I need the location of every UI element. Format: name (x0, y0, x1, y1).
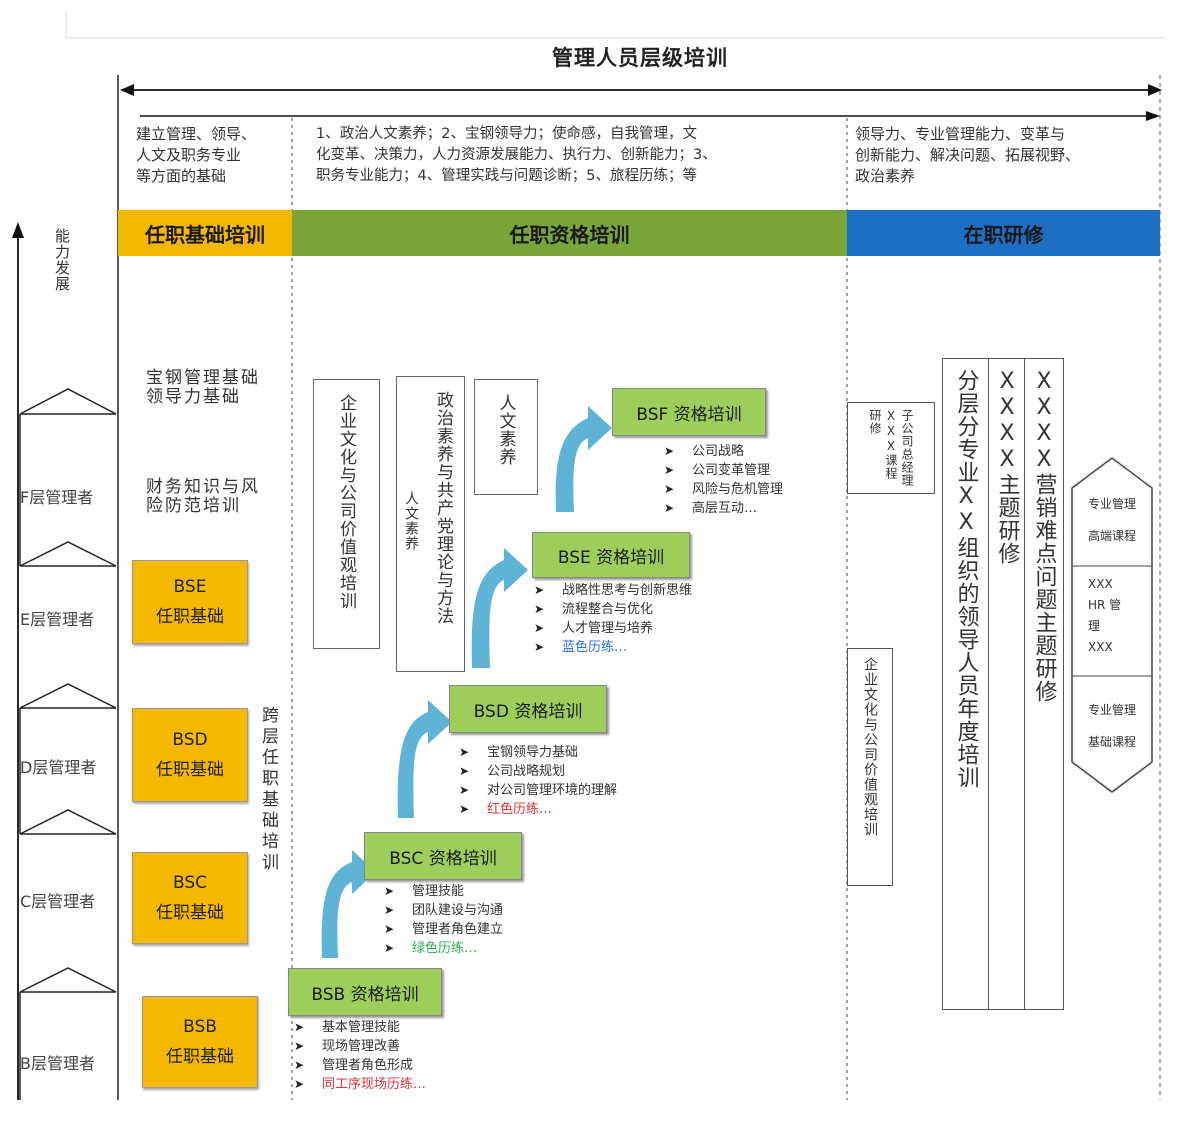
list-item: 战略性思考与创新思维 (534, 581, 692, 600)
box-theme-study: XXXX主题研修 (988, 358, 1026, 1010)
box-marketing-text: XXXX营销难点问题主题研修 (1031, 369, 1057, 703)
box-culture-text: 企业文化与公司价值观培训 (336, 394, 356, 610)
list-item: 蓝色历练… (534, 638, 692, 657)
band-on-job-study: 在职研修 (847, 210, 1160, 256)
foundation-bse: BSE 任职基础 (132, 560, 248, 644)
progress-arrows (321, 406, 612, 958)
hex-text: 基础课程 (1087, 735, 1136, 749)
qual-bsd-list: 宝钢领导力基础 公司战略规划 对公司管理环境的理解 红色历练… (459, 743, 617, 819)
foundation-bsd: BSD 任职基础 (132, 708, 248, 802)
qual-bse-title: BSE 资格培训 (532, 532, 690, 578)
list-item: 管理技能 (384, 882, 503, 901)
hex-text: 专业管理 (1087, 497, 1136, 511)
box-annual-training: 分层分专业XX组织的领导人员年度培训 (942, 358, 990, 1010)
qual-bse-list: 战略性思考与创新思维 流程整合与优化 人才管理与培养 蓝色历练… (534, 581, 692, 657)
layer-b: B层管理者 (20, 1054, 95, 1073)
list-item: 管理者角色形成 (294, 1056, 426, 1075)
box-subsidiary-gm: 子公司总经理XXX课程研修 (847, 402, 935, 494)
box-humanities-text: 人文素养 (495, 394, 516, 466)
qual-bsf-list: 公司战略 公司变革管理 风险与危机管理 高层互动… (664, 442, 783, 518)
band-qualification: 任职资格培训 (292, 210, 847, 256)
box-politics-theory: 人文素养 政治素养与共产党理论与方法 (396, 376, 465, 672)
qual-bsc-list: 管理技能 团队建设与沟通 管理者角色建立 绿色历练… (384, 882, 503, 958)
desc-qualification: 1、政治人文素养；2、宝钢领导力；使命感，自我管理，文 化变革、决策力，人力资源… (316, 126, 717, 184)
foundation-bsc: BSC 任职基础 (132, 852, 248, 944)
basic-mgmt-leadership: 宝钢管理基础 领导力基础 (146, 368, 260, 407)
list-item: 现场管理改善 (294, 1037, 426, 1056)
box-politics-side-text: 人文素养 (403, 491, 419, 551)
band-foundation: 任职基础培训 (118, 210, 292, 256)
qual-bsc-title: BSC 资格培训 (364, 832, 522, 880)
list-item: 绿色历练… (384, 939, 503, 958)
layer-c: C层管理者 (20, 892, 96, 911)
list-item: 对公司管理环境的理解 (459, 781, 617, 800)
list-item: 团队建设与沟通 (384, 901, 503, 920)
desc-on-job: 领导力、专业管理能力、变革与 创新能力、解决问题、拓展视野、 政治素养 (855, 125, 1081, 185)
list-item: 高层互动… (664, 499, 783, 518)
foundation-sub: 任职基础 (156, 760, 224, 780)
foundation-sub: 任职基础 (166, 1047, 234, 1067)
box-right-culture: 企业文化与公司价值观培训 (847, 648, 893, 886)
qual-bsf-title: BSF 资格培训 (612, 388, 766, 436)
list-item: 公司战略规划 (459, 762, 617, 781)
list-item: 人才管理与培养 (534, 619, 692, 638)
layer-d: D层管理者 (20, 758, 97, 777)
layer-f: F层管理者 (20, 488, 94, 507)
box-subsidiary-text: 子公司总经理XXX课程研修 (868, 409, 914, 487)
list-item: 管理者角色建立 (384, 920, 503, 939)
desc-foundation: 建立管理、领导、 人文及职务专业 等方面的基础 (136, 125, 257, 185)
hex-basic-course: 专业管理 基础课程 (1078, 694, 1146, 758)
list-item: 同工序现场历练… (294, 1075, 426, 1094)
foundation-sub: 任职基础 (156, 607, 224, 627)
box-politics-text: 政治素养与共产党理论与方法 (433, 391, 453, 625)
axis-label: 能力发展 (53, 228, 71, 292)
hex-text: 专业管理 (1087, 703, 1136, 717)
box-marketing-study: XXXX营销难点问题主题研修 (1024, 358, 1064, 1010)
list-item: 宝钢领导力基础 (459, 743, 617, 762)
list-item: 风险与危机管理 (664, 480, 783, 499)
box-theme-text: XXXX主题研修 (994, 369, 1020, 565)
hex-hr-management: XXX HR 管 理 XXX (1088, 577, 1122, 654)
qual-bsb-list: 基本管理技能 现场管理改善 管理者角色形成 同工序现场历练… (294, 1018, 426, 1094)
foundation-bsb: BSB 任职基础 (142, 996, 258, 1088)
list-item: 红色历练… (459, 800, 617, 819)
list-item: 公司变革管理 (664, 461, 783, 480)
layer-roofs (19, 388, 117, 1100)
cross-layer-training: 跨层任职基础培训 (258, 706, 278, 874)
hex-advanced-course: 专业管理 高端课程 (1078, 488, 1146, 552)
list-item: 基本管理技能 (294, 1018, 426, 1037)
basic-finance-risk: 财务知识与风 险防范培训 (146, 477, 260, 516)
hexagon-frame (1071, 457, 1153, 793)
foundation-code: BSC (172, 873, 208, 893)
layer-e: E层管理者 (20, 610, 95, 629)
foundation-code: BSB (183, 1017, 217, 1037)
foundation-sub: 任职基础 (156, 903, 224, 923)
foundation-code: BSE (173, 577, 207, 597)
page-title: 管理人员层级培训 (552, 46, 728, 70)
list-item: 公司战略 (664, 442, 783, 461)
list-item: 流程整合与优化 (534, 600, 692, 619)
hex-text: 高端课程 (1087, 529, 1136, 543)
box-right-culture-text: 企业文化与公司价值观培训 (862, 657, 878, 837)
box-humanities: 人文素养 (474, 379, 538, 495)
qual-bsd-title: BSD 资格培训 (449, 685, 607, 733)
box-culture-values: 企业文化与公司价值观培训 (313, 379, 380, 649)
qual-bsb-title: BSB 资格培训 (288, 968, 442, 1016)
foundation-code: BSD (172, 730, 208, 750)
box-annual-text: 分层分专业XX组织的领导人员年度培训 (953, 369, 979, 789)
